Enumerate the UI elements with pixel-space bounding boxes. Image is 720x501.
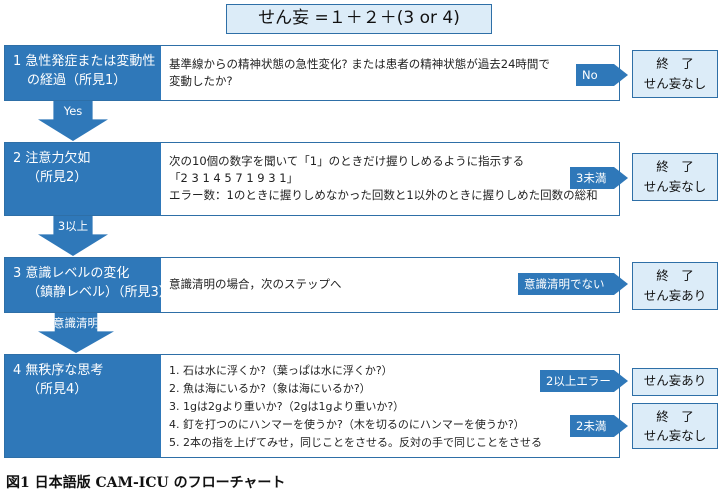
step-4-question-5: 5. 2本の指を上げてみせ，同じことをさせる。反対の手で同じことをさせる [169, 436, 542, 449]
step-4-result-delirium-line-1: せん妄あり [643, 373, 707, 388]
step-2-result-line-1: 終 了 [656, 159, 694, 174]
step-4-ok-exit-arrow: 2未満 [570, 415, 628, 437]
step-4-result-no-delirium-line-2: せん妄なし [643, 428, 707, 443]
step-2-body-line-1: 次の10個の数字を聞いて「1」のときだけ握りしめるように指示する [169, 154, 525, 168]
step-1-body-line-2: 変動したか? [169, 74, 233, 88]
step-4-body: 1. 石は水に浮くか?（葉っぱは水に浮くか?） 2. 魚は海にいるか?（象は海に… [169, 355, 613, 457]
step-3-result-line-2: せん妄あり [643, 288, 707, 303]
transition-alert-arrow: 意識清明 [38, 313, 114, 353]
step-2-result-line-2: せん妄なし [643, 179, 707, 194]
step-2-label-line-1: 2 注意力欠如 [13, 151, 91, 166]
step-1-exit-arrow: No [576, 64, 628, 86]
step-4-question-4: 4. 釘を打つのにハンマーを使うか?（木を切るのにハンマーを使うか?） [169, 418, 525, 431]
step-2-body-line-3: エラー数：1のときに握りしめなかった回数と1以外のときに握りしめた回数の総和 [169, 188, 598, 202]
step-4-error-exit-arrow: 2以上エラー [540, 370, 628, 392]
transition-yes-arrow: Yes [38, 101, 108, 141]
step-3-box: 3 意識レベルの変化 （鎮静レベル）（所見3） 意識清明の場合，次のステップへ [4, 257, 620, 313]
step-1-result-line-2: せん妄なし [643, 76, 707, 91]
step-3-label: 3 意識レベルの変化 （鎮静レベル）（所見3） [5, 258, 172, 312]
step-4-label-line-2: （所見4） [27, 382, 88, 397]
step-3-result-line-1: 終 了 [656, 268, 694, 283]
step-2-label: 2 注意力欠如 （所見2） [5, 143, 161, 215]
step-1-label-line-2: の経過（所見1） [27, 73, 127, 88]
step-3-body: 意識清明の場合，次のステップへ [169, 258, 613, 312]
step-1-body-line-1: 基準線からの精神状態の急性変化? または患者の精神状態が過去24時間で [169, 57, 550, 71]
step-4-label-line-1: 4 無秩序な思考 [13, 363, 104, 378]
step-1-result: 終 了 せん妄なし [632, 50, 718, 98]
step-4-result-delirium: せん妄あり [632, 368, 718, 396]
step-3-exit-arrow: 意識清明でない [518, 273, 628, 295]
step-3-label-line-1: 3 意識レベルの変化 [13, 266, 130, 281]
step-4-question-3: 3. 1gは2gより重いか?（2gは1gより重いか?） [169, 400, 405, 413]
step-4-result-no-delirium-line-1: 終 了 [656, 409, 694, 424]
figure-caption: 図1 日本語版 CAM-ICU のフローチャート [6, 475, 286, 491]
step-4-question-1: 1. 石は水に浮くか?（葉っぱは水に浮くか?） [169, 364, 393, 377]
step-1-label-line-1: 1 急性発症または変動性 [13, 54, 156, 69]
step-4-question-2: 2. 魚は海にいるか?（象は海にいるか?） [169, 382, 371, 395]
step-2-label-line-2: （所見2） [27, 170, 88, 185]
step-2-result: 終 了 せん妄なし [632, 153, 718, 201]
step-1-result-line-1: 終 了 [656, 56, 694, 71]
step-1-body: 基準線からの精神状態の急性変化? または患者の精神状態が過去24時間で 変動した… [169, 46, 613, 100]
step-1-box: 1 急性発症または変動性 の経過（所見1） 基準線からの精神状態の急性変化? ま… [4, 45, 620, 101]
step-4-label: 4 無秩序な思考 （所見4） [5, 355, 161, 457]
step-3-label-line-2: （鎮静レベル）（所見3） [27, 285, 172, 300]
step-2-body-line-2: 「2 3 1 4 5 7 1 9 3 1」 [169, 171, 299, 185]
step-2-exit-arrow: 3未満 [570, 167, 628, 189]
step-2-box: 2 注意力欠如 （所見2） 次の10個の数字を聞いて「1」のときだけ握りしめるよ… [4, 142, 620, 216]
transition-3-or-more-arrow: 3以上 [38, 216, 108, 256]
step-4-box: 4 無秩序な思考 （所見4） 1. 石は水に浮くか?（葉っぱは水に浮くか?） 2… [4, 354, 620, 458]
step-3-body-line-1: 意識清明の場合，次のステップへ [169, 277, 342, 291]
step-3-result: 終 了 せん妄あり [632, 262, 718, 310]
step-4-result-no-delirium: 終 了 せん妄なし [632, 403, 718, 449]
formula-box: せん妄 =１＋２＋(3 or 4) [226, 4, 492, 34]
step-2-body: 次の10個の数字を聞いて「1」のときだけ握りしめるように指示する 「2 3 1 … [169, 143, 613, 215]
step-1-label: 1 急性発症または変動性 の経過（所見1） [5, 46, 161, 100]
